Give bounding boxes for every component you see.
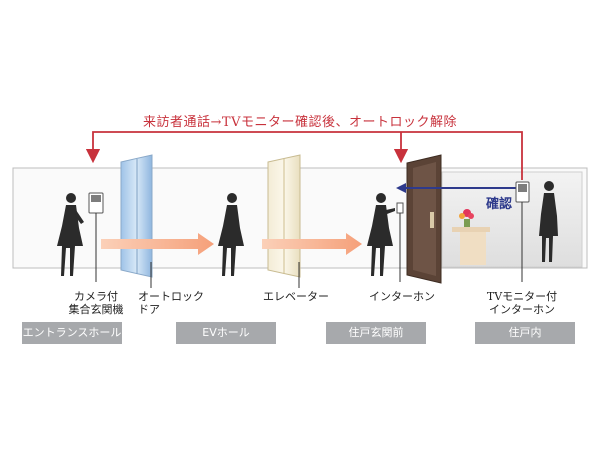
flower-icon-3: [468, 213, 474, 219]
zone-tag-entrance-hall: エントランスホール: [22, 322, 122, 344]
resident-silhouette: [539, 181, 558, 262]
notification-line: [85, 131, 523, 180]
autolock-label-line2: ドア: [138, 303, 160, 316]
unit-door-panel: [413, 162, 436, 276]
autolock-label: オートロック ドア: [138, 290, 214, 316]
confirm-arrow-head: [396, 183, 406, 193]
confirm-label: 確認: [486, 197, 513, 212]
zone-tag-unit-front: 住戸玄関前: [326, 322, 426, 344]
camera-label-line2: 集合玄関機: [68, 303, 124, 316]
visitor-silhouette-entrance: [57, 193, 84, 276]
flower-vase: [464, 219, 470, 227]
door-handle-icon: [430, 212, 434, 228]
flow-arrow-2: [262, 233, 362, 255]
tv-monitor-label-line2: インターホン: [489, 303, 555, 316]
camera-label-line1: カメラ付: [74, 290, 118, 303]
visitor-silhouette-unit-door: [367, 193, 395, 276]
table-body: [460, 232, 486, 265]
door-intercom-icon: [396, 202, 404, 214]
tv-monitor-label: TVモニター付 インターホン: [472, 290, 572, 316]
elevator-label: エレベーター: [263, 290, 329, 303]
notification-headline: 来訪者通話→TVモニター確認後、オートロック解除: [143, 115, 457, 130]
camera-intercom-screen: [91, 195, 101, 202]
autolock-label-line1: オートロック: [138, 290, 204, 303]
intercom-label: インターホン: [369, 290, 435, 303]
flow-arrow-1: [101, 233, 214, 255]
zone-tag-unit-interior: 住戸内: [475, 322, 575, 344]
flower-icon-2: [459, 213, 465, 219]
camera-label: カメラ付 集合玄関機: [56, 290, 136, 316]
tv-monitor-label-line1: TVモニター付: [486, 290, 558, 303]
visitor-silhouette-ev-hall: [218, 193, 244, 276]
tv-monitor-screen: [518, 184, 527, 192]
zone-tag-ev-hall: EVホール: [176, 322, 276, 344]
table-top: [452, 227, 490, 232]
